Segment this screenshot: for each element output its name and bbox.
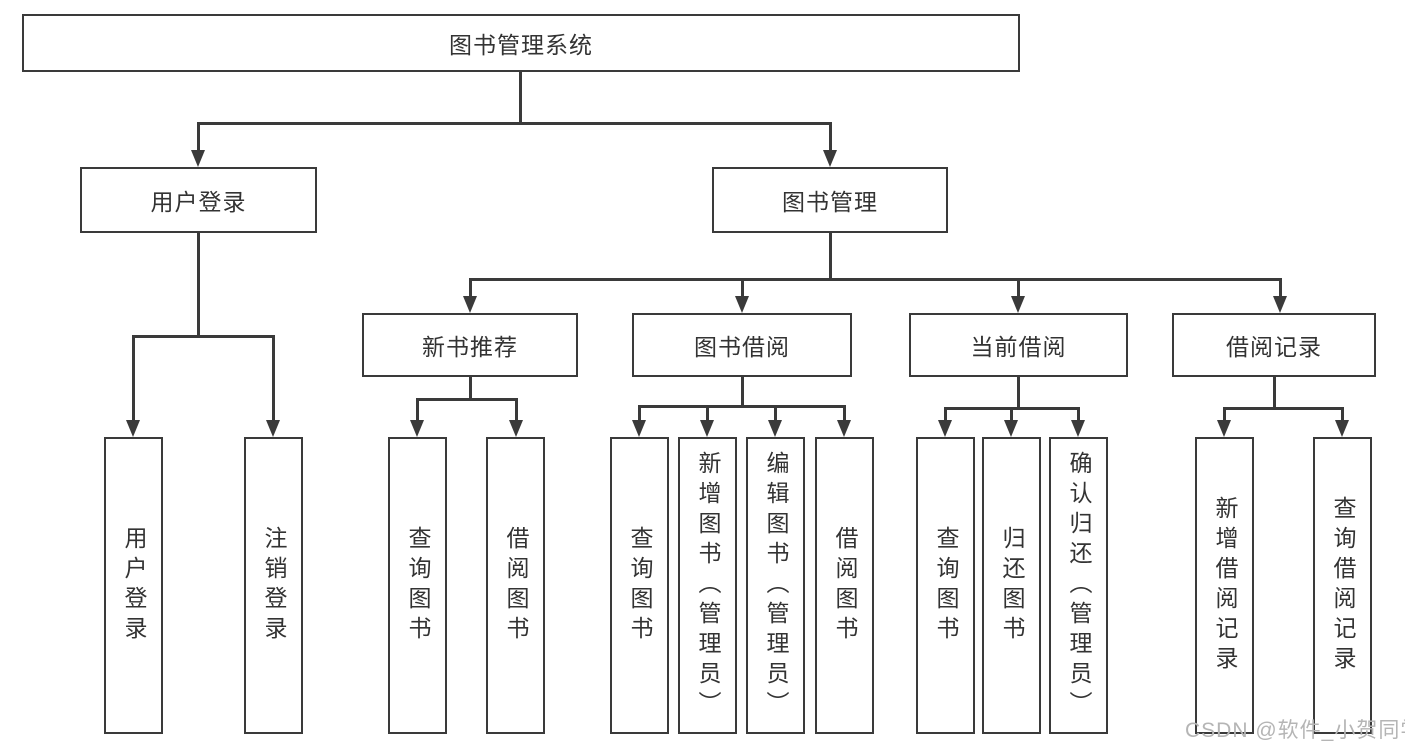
arrow-down-icon: [1011, 296, 1025, 313]
leaf-records-add-record: 新增借阅记录: [1195, 437, 1254, 734]
csdn-watermark: CSDN @软件_小贺同学: [1185, 719, 1405, 742]
connector-drop-records-query: [1341, 407, 1344, 422]
node-label: 图书管理: [782, 189, 878, 215]
arrow-down-icon: [700, 420, 714, 437]
connector-recommend-rail: [416, 398, 517, 401]
arrow-down-icon: [1217, 420, 1231, 437]
connector-drop-current-borrowing: [1017, 278, 1020, 299]
connector-root-stem: [519, 72, 522, 123]
leaf-label: 新增借阅记录: [1212, 495, 1238, 676]
leaf-records-query-record: 查询借阅记录: [1313, 437, 1372, 734]
arrow-down-icon: [463, 296, 477, 313]
connector-drop-current-return: [1010, 407, 1013, 422]
leaf-label: 查询图书: [627, 525, 653, 646]
leaf-label: 确认归还（管理员）: [1066, 450, 1092, 721]
leaf-recommend-borrow-books: 借阅图书: [486, 437, 545, 734]
leaf-label: 新增图书（管理员）: [695, 450, 721, 721]
connector-book-management-rail: [469, 278, 1281, 281]
node-new-book-recommend: 新书推荐: [362, 313, 578, 377]
arrow-down-icon: [191, 150, 205, 167]
arrow-down-icon: [1335, 420, 1349, 437]
leaf-label: 借阅图书: [503, 525, 529, 646]
leaf-label: 查询借阅记录: [1330, 495, 1356, 676]
connector-records-stem: [1273, 377, 1276, 409]
connector-borrowing-stem: [741, 377, 744, 407]
connector-drop-leaf-logout: [272, 335, 275, 422]
connector-drop-borrowing-query: [638, 405, 641, 422]
arrow-down-icon: [632, 420, 646, 437]
arrow-down-icon: [837, 420, 851, 437]
connector-drop-recommend-query: [416, 398, 419, 422]
connector-book-management-stem: [829, 233, 832, 280]
connector-drop-new-book-recommend: [469, 278, 472, 299]
node-current-borrowing: 当前借阅: [909, 313, 1128, 377]
connector-drop-book-borrowing: [741, 278, 744, 299]
connector-user-login-rail: [132, 335, 274, 338]
node-label: 用户登录: [150, 189, 247, 215]
arrow-down-icon: [1004, 420, 1018, 437]
connector-drop-records-add: [1223, 407, 1226, 422]
leaf-label: 用户登录: [121, 525, 147, 646]
arrow-down-icon: [266, 420, 280, 437]
connector-user-login-stem: [197, 233, 200, 337]
leaf-current-query-books: 查询图书: [916, 437, 975, 734]
connector-drop-borrowing-add: [706, 405, 709, 422]
leaf-borrowing-query-books: 查询图书: [610, 437, 669, 734]
leaf-label: 归还图书: [999, 525, 1025, 646]
leaf-recommend-query-books: 查询图书: [388, 437, 447, 734]
arrow-down-icon: [410, 420, 424, 437]
leaf-label: 借阅图书: [832, 525, 858, 646]
leaf-borrowing-borrow-books: 借阅图书: [815, 437, 874, 734]
arrow-down-icon: [126, 420, 140, 437]
leaf-borrowing-add-books-admin: 新增图书（管理员）: [678, 437, 737, 734]
connector-drop-borrowing-borrow: [843, 405, 846, 422]
connector-drop-borrowing-records: [1279, 278, 1282, 299]
leaf-label: 查询图书: [933, 525, 959, 646]
connector-drop-borrowing-edit: [774, 405, 777, 422]
connector-drop-recommend-borrow: [515, 398, 518, 422]
arrow-down-icon: [1273, 296, 1287, 313]
connector-current-stem: [1017, 377, 1020, 409]
leaf-borrowing-edit-books-admin: 编辑图书（管理员）: [746, 437, 805, 734]
node-label: 借阅记录: [1226, 334, 1322, 360]
leaf-current-confirm-return-admin: 确认归还（管理员）: [1049, 437, 1108, 734]
leaf-current-return-books: 归还图书: [982, 437, 1041, 734]
arrow-down-icon: [735, 296, 749, 313]
connector-drop-book-management: [829, 122, 832, 152]
node-book-management: 图书管理: [712, 167, 948, 233]
node-user-login: 用户登录: [80, 167, 317, 233]
node-book-borrowing: 图书借阅: [632, 313, 852, 377]
node-borrowing-records: 借阅记录: [1172, 313, 1376, 377]
connector-records-rail: [1223, 407, 1343, 410]
arrow-down-icon: [823, 150, 837, 167]
connector-drop-user-login: [197, 122, 200, 152]
arrow-down-icon: [509, 420, 523, 437]
connector-drop-leaf-user-login: [132, 335, 135, 422]
arrow-down-icon: [938, 420, 952, 437]
connector-recommend-stem: [469, 377, 472, 400]
leaf-logout: 注销登录: [244, 437, 303, 734]
node-label: 新书推荐: [422, 334, 518, 360]
leaf-label: 编辑图书（管理员）: [763, 450, 789, 721]
connector-drop-current-query: [944, 407, 947, 422]
leaf-label: 查询图书: [405, 525, 431, 646]
connector-drop-current-confirm: [1077, 407, 1080, 422]
node-root-library-system: 图书管理系统: [22, 14, 1020, 72]
connector-root-rail: [197, 122, 831, 125]
arrow-down-icon: [1071, 420, 1085, 437]
leaf-user-login: 用户登录: [104, 437, 163, 734]
node-label: 图书借阅: [694, 334, 790, 360]
leaf-label: 注销登录: [261, 525, 287, 646]
connector-borrowing-rail: [638, 405, 845, 408]
node-label: 图书管理系统: [449, 32, 593, 58]
arrow-down-icon: [768, 420, 782, 437]
node-label: 当前借阅: [970, 334, 1067, 360]
